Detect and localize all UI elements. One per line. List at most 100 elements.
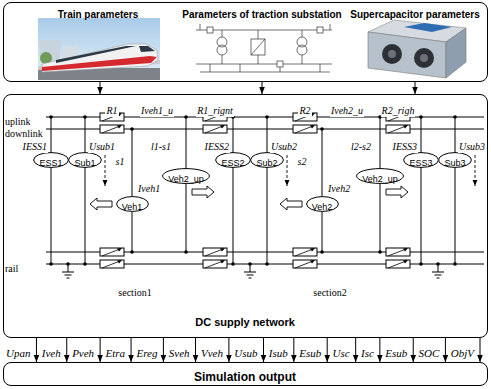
label-slot: Iveh <box>42 343 61 361</box>
label-slot: R1 <box>105 100 118 118</box>
variable-label: Usub2 <box>270 141 298 153</box>
direction-arrow <box>386 186 408 198</box>
label-slot: Esub <box>385 343 407 361</box>
feeder-line <box>46 117 484 264</box>
resistor-symbol <box>386 248 410 256</box>
supercapacitor-photo <box>420 54 428 62</box>
vehicle-node: Veh1 <box>116 196 149 212</box>
junction-dot <box>419 115 423 119</box>
variable-label: Iveh1_u <box>140 105 174 117</box>
variable-label: l2-s2 <box>350 141 372 153</box>
label-slot: ObjV <box>451 343 474 361</box>
label-slot: section2 <box>312 282 347 300</box>
flow-arrow <box>66 338 67 362</box>
supercapacitor-photo <box>404 23 452 32</box>
variable-label: s2 <box>297 156 308 168</box>
substation-schematic <box>196 24 332 72</box>
text-slot: Simulation output <box>194 367 296 385</box>
flow-arrow <box>131 338 132 362</box>
direction-arrow <box>90 198 112 210</box>
label-slot: Vveh <box>201 343 223 361</box>
substation-schematic <box>196 24 332 72</box>
flow-arrow <box>415 82 416 94</box>
junction-dot <box>184 250 188 254</box>
wire <box>132 117 380 252</box>
label-slot: IESS1 <box>22 136 48 154</box>
label-slot: l2-s2 <box>350 136 372 154</box>
label-slot: Etra <box>105 343 125 361</box>
substation-schematic <box>251 39 265 55</box>
variable-label: rail <box>4 263 19 275</box>
voltage-arrow <box>105 150 106 186</box>
substation-schematic <box>217 37 227 47</box>
variable-label: IESS2 <box>204 141 230 153</box>
node-label: Sub1 <box>74 155 95 171</box>
supercapacitor-photo <box>368 20 466 78</box>
wire <box>51 117 455 264</box>
substation-node: Sub2 <box>250 152 284 168</box>
label-slot: Ereg <box>136 343 157 361</box>
supercapacitor-photo <box>382 44 402 64</box>
variable-label: R2 <box>298 105 311 117</box>
variable-label: R1_rignt <box>196 105 234 117</box>
junction-dot <box>453 262 457 266</box>
label-slot: Iveh1 <box>137 178 161 196</box>
panel-heading: DC supply network <box>195 315 295 329</box>
output-variable: Esub <box>299 346 321 360</box>
label-slot: Isc <box>361 343 374 361</box>
output-variable: Vveh <box>201 346 223 360</box>
flow-arrow <box>100 82 101 94</box>
junction-dot <box>83 262 87 266</box>
node-label: Sub2 <box>256 155 277 171</box>
resistor-symbol <box>386 125 410 133</box>
junction-dot <box>49 115 457 266</box>
label-slot: SOC <box>419 343 440 361</box>
flow-arrow <box>379 338 380 362</box>
variable-label: IESS3 <box>392 141 418 153</box>
train-photo <box>139 46 155 52</box>
variable-label: Iveh2_u <box>330 105 364 117</box>
train-photo <box>38 18 160 80</box>
label-slot: Usub1 <box>88 136 116 154</box>
train-photo <box>42 56 157 71</box>
variable-label: Iveh1 <box>137 183 161 195</box>
panel-heading: Train parameters <box>58 9 139 21</box>
supercapacitor-photo <box>446 28 466 78</box>
junction-dot <box>265 115 269 119</box>
junction-dot <box>49 262 53 266</box>
flow-arrow <box>355 338 356 362</box>
text-slot: Train parameters <box>58 4 139 22</box>
network-panel: ESS1Sub1Veh1Veh2_upESS2Sub2Veh2Veh2_upES… <box>3 94 488 338</box>
output-variable: Pveh <box>72 346 94 360</box>
output-panel: Simulation output <box>3 362 488 386</box>
resistor-symbol <box>100 248 124 256</box>
node-label: ESS1 <box>39 155 62 171</box>
label-slot: uplink <box>4 111 32 129</box>
substation-schematic <box>277 61 283 67</box>
resistor-symbol <box>203 260 227 268</box>
label-slot: Usub3 <box>458 136 486 154</box>
vehicle-node: Veh2 <box>306 196 339 212</box>
flow-arrow <box>100 338 101 362</box>
label-slot: downlink <box>4 123 44 141</box>
flow-arrow <box>228 338 229 362</box>
variable-label: section2 <box>312 287 347 299</box>
resistor-symbol <box>100 125 124 133</box>
text-slot: Supercapacitor parameters <box>350 4 480 22</box>
node-label: Veh2_up <box>168 171 204 187</box>
label-slot: Usc <box>333 343 350 361</box>
output-variable: Upan <box>6 346 30 360</box>
label-slot: Iveh2 <box>327 178 351 196</box>
junction-dot <box>130 250 134 254</box>
variable-label: R2_righ <box>381 105 416 117</box>
node-label: ESS3 <box>409 155 432 171</box>
output-variable: Etra <box>105 346 125 360</box>
label-slot: Isub <box>269 343 288 361</box>
flow-arrow <box>195 338 196 362</box>
resistor-symbol <box>203 248 227 256</box>
label-slot: Iveh1_u <box>140 100 174 118</box>
label-slot: s2 <box>297 151 308 169</box>
